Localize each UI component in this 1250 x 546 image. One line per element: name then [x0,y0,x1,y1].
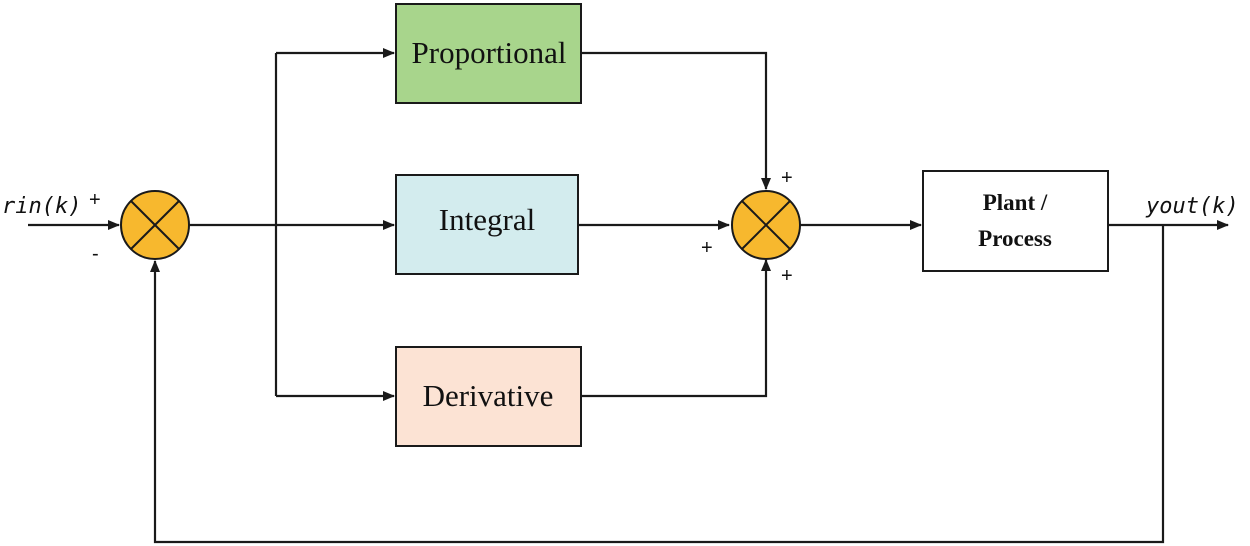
proportional-output-line [581,51,771,190]
proportional-plus-sign: + [781,167,793,189]
feedback-line [150,225,1165,544]
integral-label: Integral [439,202,535,237]
pid-summing-junction [731,190,801,260]
proportional-label: Proportional [412,35,567,70]
feedback-minus-sign: - [92,243,99,265]
input-plus-sign: + [89,189,101,211]
proportional-block [395,3,582,104]
derivative-label: Derivative [423,378,554,413]
derivative-plus-sign: + [781,265,793,287]
integral-plus-sign: + [701,237,713,259]
plant-block [922,170,1109,272]
plant-label-line2: Process [978,226,1052,251]
derivative-output-line [581,259,771,398]
input-signal-label: rin(k) [2,194,81,219]
input-summing-junction [120,190,190,260]
derivative-block [395,346,582,447]
output-signal-label: yout(k) [1145,194,1239,219]
integral-block [395,174,579,275]
plant-label-line1: Plant / [983,190,1048,215]
